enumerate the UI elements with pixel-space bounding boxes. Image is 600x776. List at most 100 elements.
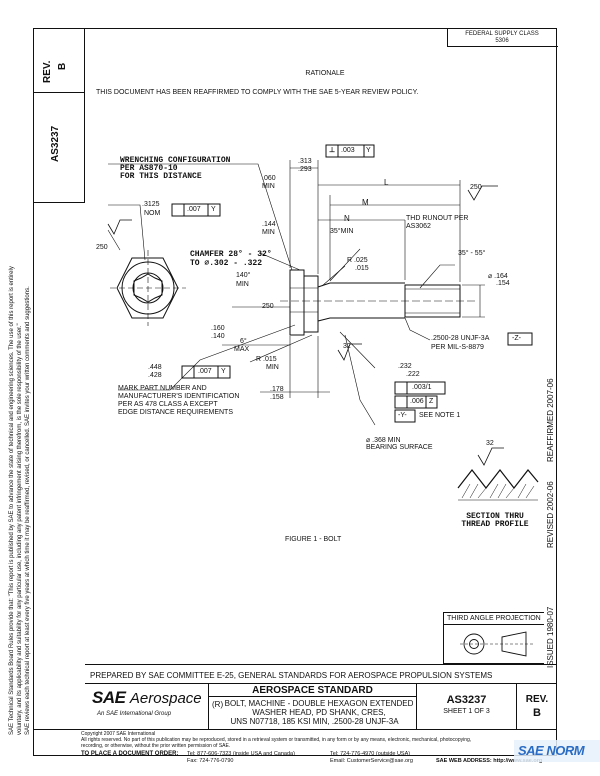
fcf-006-tol: .006 (410, 398, 424, 405)
fcf-perp-datum: Y (366, 147, 371, 154)
title-block-sep-3 (516, 683, 518, 729)
thread-spec-1: .2500-28 UNJF-3A (431, 335, 490, 342)
fcf-003-1-tol: .003/1 (412, 384, 432, 391)
fcf-perp-tol: .003 (341, 147, 355, 154)
projection-divider (443, 624, 544, 626)
dim-r-015-min: R .015 (256, 356, 277, 363)
copyright-line: Copyright 2007 SAE International (81, 731, 156, 737)
reaffirmed-mark: (R) (212, 700, 224, 709)
title-block-sep-1 (208, 683, 210, 729)
dim-060: .060 (262, 175, 276, 182)
dia-428: .428 (148, 372, 162, 379)
title-block-bottom-line (33, 729, 557, 731)
dim-l: L (384, 178, 389, 187)
finish-250-mid: 250 (262, 303, 274, 310)
dia-448: .448 (148, 364, 162, 371)
mark-note-4: EDGE DISTANCE REQUIREMENTS (118, 409, 233, 416)
dim-nom-value: .3125 (142, 201, 160, 208)
projection-box (443, 612, 544, 664)
rights-line-2: recording, or otherwise, without the pri… (81, 743, 231, 749)
desc-line-2: WASHER HEAD, PD SHANK, CRES, (252, 708, 386, 717)
watermark-text: SAE NORM (518, 743, 585, 758)
sae-logo-text: SAE (92, 688, 126, 707)
dim-140: .140 (211, 333, 225, 340)
projection-symbol (460, 631, 534, 657)
drawing-frame (33, 28, 557, 756)
dim-160: .160 (211, 325, 225, 332)
watermark-badge: SAE NORM (514, 740, 600, 762)
sae-logo: SAE Aerospace (92, 688, 202, 708)
angle-35-min: 35°MIN (330, 228, 354, 235)
rationale-text: THIS DOCUMENT HAS BEEN REAFFIRMED TO COM… (96, 89, 419, 96)
finish-250-right: 250 (470, 184, 482, 191)
fcf-006-datum: Z (429, 398, 434, 405)
standard-title: AEROSPACE STANDARD (252, 685, 373, 696)
order-label: TO PLACE A DOCUMENT ORDER: (81, 751, 179, 757)
dim-293: .293 (298, 166, 312, 173)
rights-line-1: All rights reserved. No part of this pub… (81, 737, 472, 743)
order-tel-1: Tel: 877-606-7323 (inside USA and Canada… (187, 751, 295, 757)
figure-caption: FIGURE 1 - BOLT (285, 536, 342, 543)
title-block-sep-standard (208, 696, 416, 697)
order-tel-2: Tel: 724-776-4970 (outside USA) (330, 751, 411, 757)
section-label-2: THREAD PROFILE (461, 520, 529, 529)
thread-spec-2: PER MIL-S-8879 (431, 344, 484, 351)
dim-r-025: R .025 (347, 257, 368, 264)
supply-class-box (447, 28, 558, 47)
fcf-top-datum: Y (211, 206, 216, 213)
note-chamfer-2: TO ⌀.302 - .322 (190, 259, 263, 268)
fcf-top-tol: .007 (187, 206, 201, 213)
footer-rev-value: B (533, 707, 541, 719)
fcf-bottom-tol: .007 (198, 368, 212, 375)
dim-144-min: MIN (262, 229, 275, 236)
see-note-1: SEE NOTE 1 (419, 412, 461, 419)
note-chamfer-1: CHAMFER 28° - 32° (190, 250, 272, 259)
dim-313: .313 (298, 158, 312, 165)
dia-154: .154 (496, 280, 510, 287)
angle-6-max: MAX (234, 346, 250, 353)
bolt-washer-side (303, 275, 319, 333)
perp-symbol: ⊥ (329, 147, 336, 154)
order-fax: Fax: 724-776-0790 (187, 758, 234, 764)
fcf-003-1 (394, 381, 446, 395)
order-email: Email: CustomerService@sae.org (330, 758, 413, 764)
prepared-by: PREPARED BY SAE COMMITTEE E-25, GENERAL … (90, 671, 493, 680)
mark-note-1: MARK PART NUMBER AND (118, 385, 207, 392)
bolt-shank-top (317, 282, 405, 288)
supply-class-number: 5306 (495, 38, 509, 44)
fcf-bottom-datum: Y (221, 368, 226, 375)
fcf-datum-y (394, 409, 416, 423)
desc-line-1: BOLT, MACHINE - DOUBLE HEXAGON EXTENDED (224, 699, 414, 708)
dim-144: .144 (262, 221, 276, 228)
datum-z-label: -Z- (512, 335, 521, 342)
bolt-drawing (107, 144, 539, 501)
title-block-sep-2 (416, 683, 418, 729)
title-block-top-line (85, 683, 557, 685)
datum-y-label: -Y- (398, 412, 407, 419)
dim-n: N (344, 214, 350, 223)
mark-note-3: PER AS 478 CLASS A EXCEPT (118, 401, 218, 408)
dim-m: M (362, 198, 369, 207)
dia-164: ⌀ .164 (488, 273, 508, 280)
dim-nom-label: NOM (144, 210, 161, 217)
angle-140: 140° (236, 272, 251, 279)
angle-35-55: 35° - 55° (458, 250, 486, 257)
section-label-1: SECTION THRU (466, 512, 524, 521)
rationale-title: RATIONALE (305, 70, 345, 77)
bolt-shank-bottom (317, 317, 405, 322)
sae-intl-tagline: An SAE International Group (97, 711, 172, 717)
desc-line-3: UNS N07718, 185 KSI MIN, .2500-28 UNJF-3… (230, 717, 399, 726)
dia-222: .222 (406, 371, 420, 378)
bearing-2: BEARING SURFACE (366, 444, 433, 451)
supply-class-label: FEDERAL SUPPLY CLASS (465, 31, 539, 37)
dim-158: .158 (270, 394, 284, 401)
fcf-006 (394, 395, 438, 409)
fcf-perpendicularity (325, 144, 375, 158)
dim-r-015: .015 (355, 265, 369, 272)
aerospace-logo-text: Aerospace (129, 690, 202, 707)
bolt-head-side (289, 269, 305, 336)
angle-140-min: MIN (236, 281, 249, 288)
dim-178: .178 (270, 386, 284, 393)
dia-232: .232 (398, 363, 412, 370)
footer-doc-number: AS3237 (446, 694, 487, 706)
